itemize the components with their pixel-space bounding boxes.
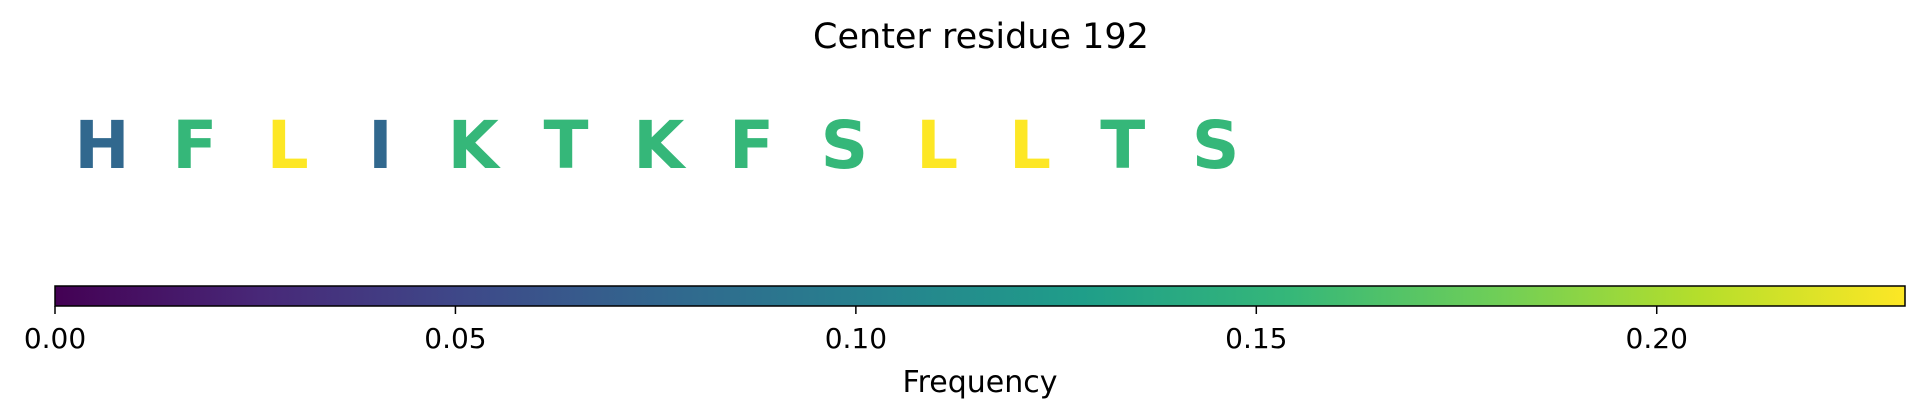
residue-letter: T xyxy=(543,107,588,184)
residue-letter: H xyxy=(74,107,129,184)
residue-letter: S xyxy=(821,107,869,184)
residue-letter: F xyxy=(172,107,217,184)
colorbar-ticks: 0.00 0.05 0.10 0.15 0.20 xyxy=(24,306,1688,355)
residue-letter: L xyxy=(916,107,958,184)
colorbar-tick-label: 0.00 xyxy=(24,322,86,355)
chart-title: Center residue 192 xyxy=(813,17,1149,57)
residue-letter: I xyxy=(368,107,393,184)
colorbar-label: Frequency xyxy=(903,365,1058,400)
residue-letter: S xyxy=(1192,107,1240,184)
colorbar-tick-label: 0.20 xyxy=(1626,322,1688,355)
colorbar-frame xyxy=(54,285,1906,307)
colorbar: 0.00 0.05 0.10 0.15 0.20 xyxy=(24,285,1906,355)
residue-letter: K xyxy=(633,107,687,184)
colorbar-gradient xyxy=(55,286,1905,306)
residue-letter: K xyxy=(448,107,502,184)
residue-letter: T xyxy=(1100,107,1145,184)
residue-letter: L xyxy=(1009,107,1051,184)
colorbar-tick-label: 0.10 xyxy=(825,322,887,355)
residue-letter: L xyxy=(267,107,309,184)
colorbar-tick-label: 0.15 xyxy=(1225,322,1287,355)
colorbar-tick-label: 0.05 xyxy=(424,322,486,355)
residue-letter: F xyxy=(729,107,774,184)
